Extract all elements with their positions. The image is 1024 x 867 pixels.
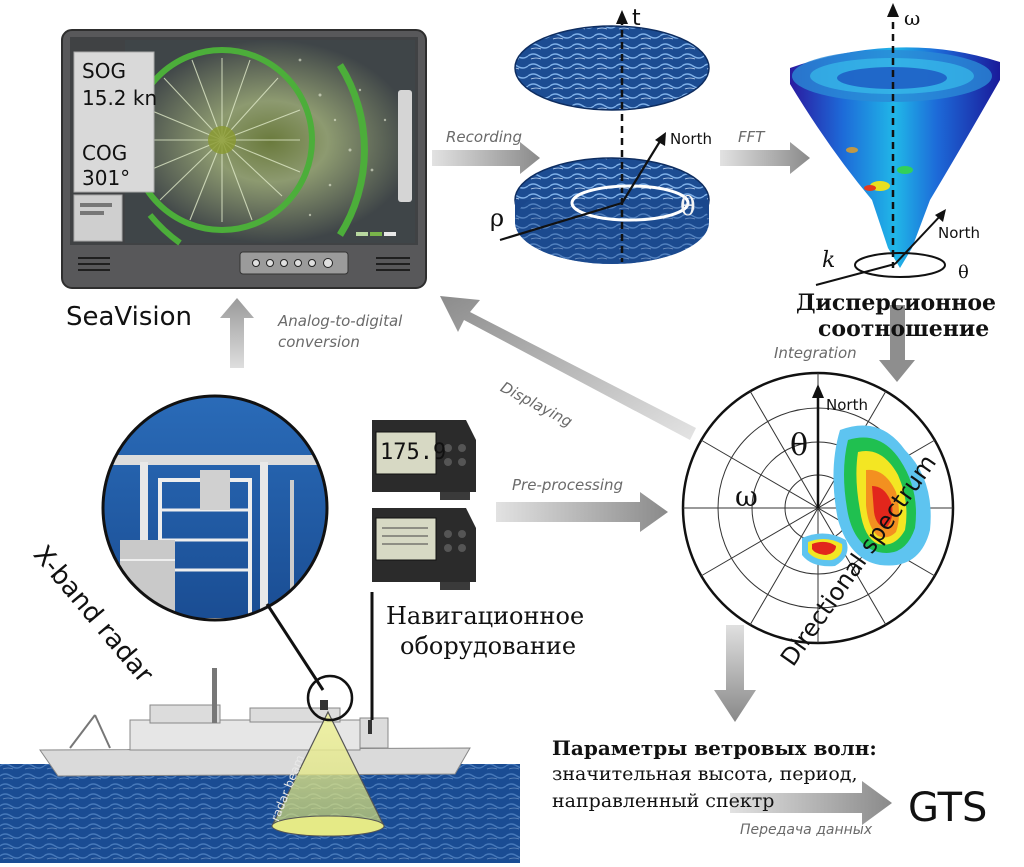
cog-value: 301° <box>82 166 131 190</box>
data-transfer-label: Передача данных <box>740 822 873 838</box>
recording-label: Recording <box>446 128 522 146</box>
polar-north-label: North <box>826 396 868 414</box>
radar-mast-photo <box>101 394 329 622</box>
ship-scene <box>0 592 520 863</box>
polar-theta-label: θ <box>790 428 809 463</box>
seavision-title: SeaVision <box>66 302 193 332</box>
fft-label: FFT <box>738 128 765 146</box>
adc-label-line2: conversion <box>278 333 360 351</box>
radar-image-stack <box>499 10 710 264</box>
dispersion-cone <box>790 3 1000 286</box>
k-label: k <box>822 248 836 273</box>
nav-caption-line2: оборудование <box>400 632 577 660</box>
t-axis-label: t <box>632 6 641 31</box>
gts-label: GTS <box>908 785 988 831</box>
flow-arrows <box>220 142 915 825</box>
wave-params-title: Параметры ветровых волн: <box>552 736 877 760</box>
stack-theta-label: θ <box>680 192 696 222</box>
sog-value: 15.2 kn <box>82 86 158 110</box>
rho-label: ρ <box>490 204 505 232</box>
cone-theta-label: θ <box>958 262 969 283</box>
preprocessing-label: Pre-processing <box>512 476 624 494</box>
seavision-monitor <box>61 29 427 289</box>
omega-axis-label: ω <box>904 6 921 30</box>
wave-params-line1: значительная высота, период, <box>552 763 858 785</box>
dispersion-caption-line2: соотношение <box>818 316 990 342</box>
polar-omega-label: ω <box>735 480 758 513</box>
cog-label: COG <box>82 141 128 165</box>
cone-north-label: North <box>938 224 980 242</box>
adc-label-line1: Analog-to-digital <box>278 312 403 330</box>
nav-display-value: 175.9 <box>380 440 447 465</box>
dispersion-caption-line1: Дисперсионное <box>796 290 997 316</box>
stack-north-label: North <box>670 130 712 148</box>
wave-params-line2: направленный спектр <box>552 790 775 812</box>
integration-label: Integration <box>774 344 857 362</box>
nav-caption-line1: Навигационное <box>386 602 585 630</box>
directional-spectrum-plot <box>681 371 955 645</box>
sog-label: SOG <box>82 59 126 83</box>
navigation-equipment <box>372 420 476 590</box>
